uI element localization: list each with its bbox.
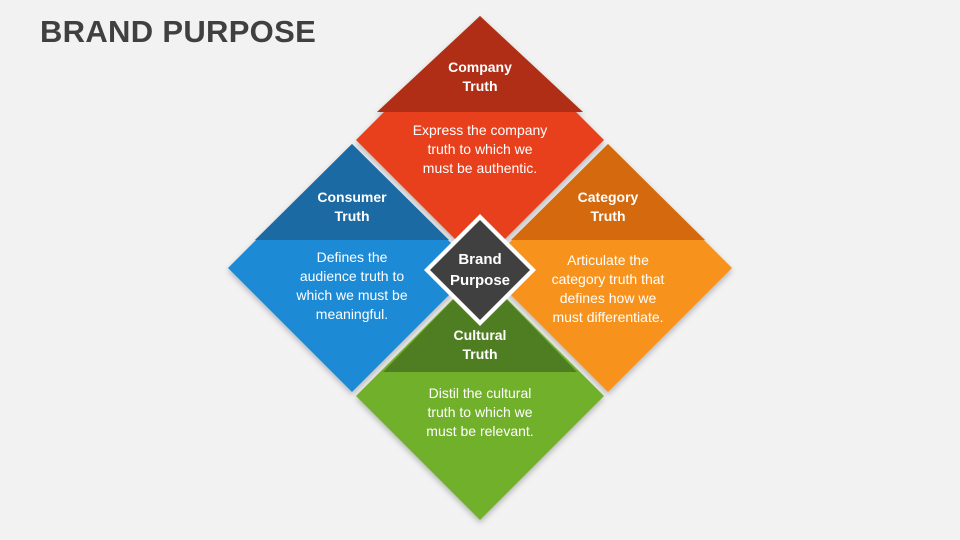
consumer-truth-quadrant — [228, 144, 476, 392]
company-truth-quadrant — [356, 16, 604, 264]
category-truth-quadrant — [484, 144, 732, 392]
consumer-truth-header — [255, 144, 449, 240]
company-truth-header — [377, 16, 583, 112]
cultural-truth-body — [356, 272, 604, 520]
page-title: BRAND PURPOSE — [40, 14, 317, 49]
brand-purpose-center — [430, 220, 530, 320]
category-truth-header — [511, 144, 705, 240]
